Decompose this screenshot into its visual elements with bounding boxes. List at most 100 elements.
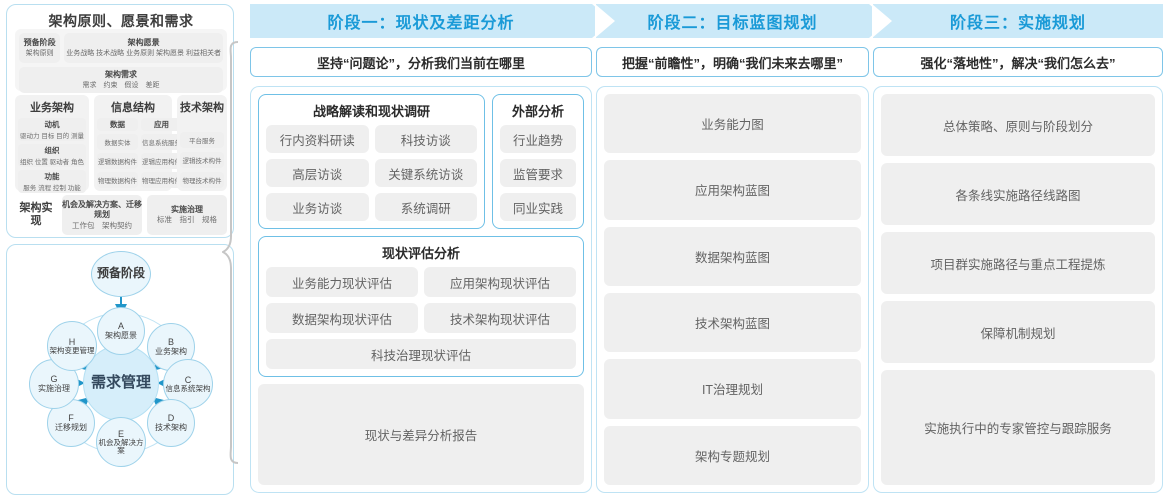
impl-governance-box: 实施治理 标准 指引 规格 <box>147 195 227 235</box>
pillar-information-structure: 信息结构 数据 数据实体 逻辑数据构件 <box>94 95 182 191</box>
architecture-requirement-items: 需求 约束 假设 差距 <box>82 81 160 89</box>
architecture-vision-title: 架构愿景 <box>127 37 160 47</box>
adm-node-h[interactable]: H 架构变更管理 <box>47 321 97 371</box>
adm-node-preparation[interactable]: 预备阶段 <box>91 251 151 297</box>
chip-program-path-key-projects[interactable]: 项目群实施路径与重点工程提炼 <box>881 232 1155 295</box>
phase-1-body: 战略解读和现状调研 行内资料研读 科技访谈 高层访谈 关键系统访谈 业务访谈 系… <box>250 86 592 493</box>
prep-phase-box: 预备阶段 架构原则 <box>19 33 61 63</box>
chip-assurance-mechanism-planning[interactable]: 保障机制规划 <box>881 301 1155 364</box>
pillar-technology-title: 技术架构 <box>180 102 224 114</box>
chip-executive-interview[interactable]: 高层访谈 <box>266 159 369 187</box>
phase-3-banner-label: 阶段三：实施规划 <box>949 15 1086 32</box>
chip-industry-trend[interactable]: 行业趋势 <box>500 125 576 153</box>
card-current-state-assessment-title: 现状评估分析 <box>381 246 460 261</box>
chip-business-capability-assessment[interactable]: 业务能力现状评估 <box>266 267 418 297</box>
phase-1-subtitle: 坚持“问题论”，分析我们当前在哪里 <box>250 47 592 77</box>
chip-expert-control-tracking-service[interactable]: 实施执行中的专家管控与跟踪服务 <box>881 370 1155 485</box>
phase-3-subtitle: 强化“落地性”，解决“我们怎么去” <box>873 47 1163 77</box>
phase-3-column: 阶段三：实施规划 强化“落地性”，解决“我们怎么去” 总体策略、原则与阶段划分 … <box>872 4 1163 493</box>
sub-application-title: 应用 <box>154 120 169 129</box>
prep-phase-title: 预备阶段 <box>23 37 56 47</box>
chip-peer-practice[interactable]: 同业实践 <box>500 193 576 221</box>
chip-tech-interview[interactable]: 科技访谈 <box>374 125 477 153</box>
sub-motivation: 动机 驱动力 目标 目的 测量 <box>18 118 86 141</box>
sub-physical-application-component: 物理应用构件 <box>141 171 182 188</box>
phase-2-body: 业务能力图 应用架构蓝图 数据架构蓝图 技术架构蓝图 IT治理规划 架构专题规划 <box>596 86 869 493</box>
card-strategy-survey: 战略解读和现状调研 行内资料研读 科技访谈 高层访谈 关键系统访谈 业务访谈 系… <box>258 94 485 229</box>
sub-logical-technology-component: 逻辑技术构件 <box>180 152 224 168</box>
sub-physical-technology-component-title: 物理技术构件 <box>182 178 222 185</box>
architecture-vision-items: 业务战略 技术战略 业务原则 架构愿景 利益相关者 <box>66 49 221 57</box>
adm-node-a-key: A <box>117 321 124 332</box>
chip-application-architecture-assessment[interactable]: 应用架构现状评估 <box>424 267 576 297</box>
sub-data: 数据 <box>97 118 138 131</box>
prep-phase-items: 架构原则 <box>25 49 54 57</box>
togaf-content-framework-panel: 架构原则、愿景和需求 预备阶段 架构原则 架构愿景 业务战略 技术战略 业务原则… <box>6 4 234 238</box>
phase-3-item-list: 总体策略、原则与阶段划分 各条线实施路径线路图 项目群实施路径与重点工程提炼 保… <box>881 94 1155 485</box>
phase-1-column: 阶段一：现状及差距分析 坚持“问题论”，分析我们当前在哪里 战略解读和现状调研 … <box>250 4 612 493</box>
adm-node-h-key: H <box>68 336 76 347</box>
sub-data-title: 数据 <box>110 120 125 129</box>
sub-physical-data-component: 物理数据构件 <box>97 171 138 188</box>
phase-2-subtitle: 把握“前瞻性”，明确“我们未来去哪里” <box>596 47 869 77</box>
sub-organization: 组织 组织 位置 驱动者 角色 <box>18 144 86 167</box>
phase-1-banner: 阶段一：现状及差距分析 <box>250 4 612 38</box>
chip-architecture-topic-planning[interactable]: 架构专题规划 <box>604 425 861 485</box>
chevron-notch-left-icon <box>872 4 892 38</box>
adm-node-d[interactable]: D 技术架构 <box>147 399 195 447</box>
impl-opportunities-box: 机会及解决方案、迁移规划 工作包 架构契约 <box>62 195 142 235</box>
adm-node-d-name: 技术架构 <box>155 422 187 432</box>
sub-physical-data-component-title: 物理数据构件 <box>98 177 137 185</box>
chip-business-capability-map[interactable]: 业务能力图 <box>604 94 861 154</box>
chip-overall-strategy-principles-phasing[interactable]: 总体策略、原则与阶段划分 <box>881 94 1155 157</box>
sub-organization-title: 组织 <box>44 146 60 155</box>
connector-brace <box>222 41 239 464</box>
adm-node-e[interactable]: E 机会及解决方案 <box>96 417 146 467</box>
architecture-pillars: 业务架构 动机 驱动力 目标 目的 测量 组织 组织 位置 驱动者 角色 <box>15 95 227 193</box>
adm-node-b-key: B <box>167 337 174 348</box>
chip-internal-doc-study[interactable]: 行内资料研读 <box>266 125 369 153</box>
card-external-analysis-items: 行业趋势 监管要求 同业实践 <box>500 125 576 221</box>
chip-system-survey[interactable]: 系统调研 <box>374 193 477 221</box>
card-strategy-survey-title: 战略解读和现状调研 <box>312 104 430 119</box>
sub-physical-application-component-title: 物理应用构件 <box>142 177 181 185</box>
adm-node-c-name: 信息系统架构 <box>165 383 211 393</box>
adm-node-d-key: D <box>167 413 175 424</box>
impl-opportunities-title: 机会及解决方案、迁移规划 <box>62 199 142 220</box>
chevron-notch-left-icon <box>595 4 615 38</box>
chip-technology-architecture-blueprint[interactable]: 技术架构蓝图 <box>604 292 861 353</box>
adm-node-e-name: 机会及解决方案 <box>98 437 144 456</box>
chip-it-governance-planning[interactable]: IT治理规划 <box>604 359 861 419</box>
chip-regulatory-requirement[interactable]: 监管要求 <box>500 159 576 187</box>
sub-logical-application-component: 逻辑应用构件 <box>141 152 182 169</box>
impl-governance-title: 实施治理 <box>171 204 203 214</box>
chip-business-interview[interactable]: 业务访谈 <box>266 193 369 221</box>
sub-information-system-service: 信息系统服务 <box>141 134 182 150</box>
sub-logical-data-component: 逻辑数据构件 <box>97 152 138 169</box>
phase-1-top-row: 战略解读和现状调研 行内资料研读 科技访谈 高层访谈 关键系统访谈 业务访谈 系… <box>258 94 584 229</box>
sub-function-items: 服务 流程 控制 功能 <box>23 185 81 192</box>
pillar-business-architecture: 业务架构 动机 驱动力 目标 目的 测量 组织 组织 位置 驱动者 角色 <box>15 95 89 193</box>
adm-node-center-label: 需求管理 <box>90 373 151 391</box>
sub-platform-service-title: 平台服务 <box>189 138 215 145</box>
chip-application-architecture-blueprint[interactable]: 应用架构蓝图 <box>604 160 861 220</box>
chip-it-governance-assessment[interactable]: 科技治理现状评估 <box>266 339 576 369</box>
sub-data-entity-title: 数据实体 <box>104 139 131 147</box>
adm-node-h-name: 架构变更管理 <box>49 345 95 355</box>
chip-key-system-interview[interactable]: 关键系统访谈 <box>374 159 477 187</box>
chip-line-implementation-roadmap[interactable]: 各条线实施路径线路图 <box>881 163 1155 226</box>
architecture-vision-box: 架构愿景 业务战略 技术战略 业务原则 架构愿景 利益相关者 <box>64 33 223 63</box>
phase-2-item-list: 业务能力图 应用架构蓝图 数据架构蓝图 技术架构蓝图 IT治理规划 架构专题规划 <box>604 94 861 485</box>
card-external-analysis: 外部分析 行业趋势 监管要求 同业实践 <box>492 94 584 229</box>
phase-2-banner: 阶段二：目标蓝图规划 <box>595 4 889 38</box>
chip-data-architecture-blueprint[interactable]: 数据架构蓝图 <box>604 226 861 286</box>
chip-technology-architecture-assessment[interactable]: 技术架构现状评估 <box>424 303 576 333</box>
sub-information-system-service-title: 信息系统服务 <box>142 139 181 147</box>
chip-gap-analysis-report[interactable]: 现状与差异分析报告 <box>258 384 584 485</box>
adm-node-c[interactable]: C 信息系统架构 <box>163 359 213 409</box>
adm-node-a[interactable]: A 架构愿景 <box>97 307 145 355</box>
chip-data-architecture-assessment[interactable]: 数据架构现状评估 <box>266 303 418 333</box>
sub-physical-technology-component: 物理技术构件 <box>180 172 224 188</box>
sub-logical-technology-component-title: 逻辑技术构件 <box>182 158 222 165</box>
